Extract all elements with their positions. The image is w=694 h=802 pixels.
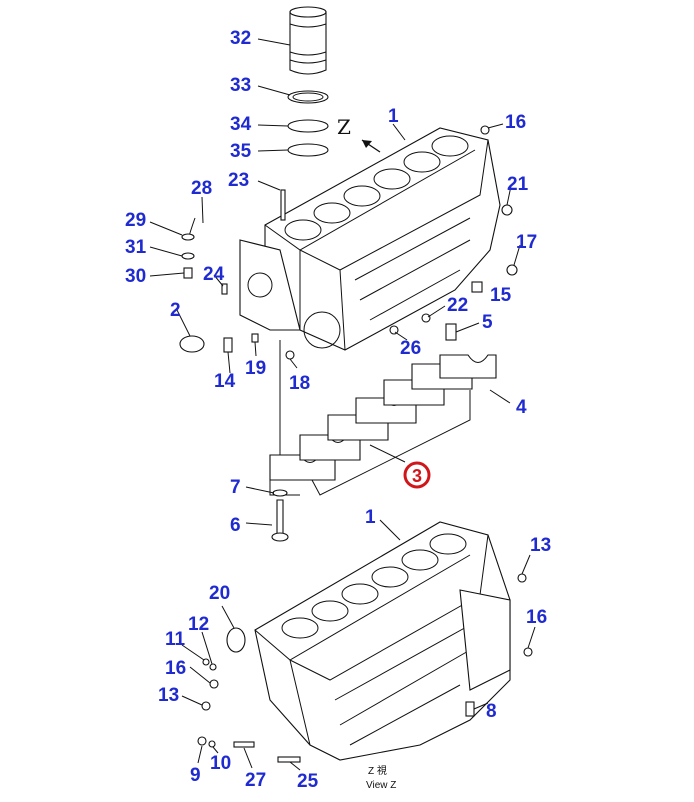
label-12[interactable]: 12 xyxy=(188,614,209,635)
part-number-labels: 32 33 34 35 1 16 21 17 15 23 28 29 31 30… xyxy=(125,28,551,792)
label-16-left[interactable]: 16 xyxy=(165,658,186,679)
label-32[interactable]: 32 xyxy=(230,28,251,49)
bolt-16-left-drawing xyxy=(209,679,219,689)
label-9[interactable]: 9 xyxy=(190,765,201,786)
fitting-29-drawing xyxy=(181,233,195,241)
label-27[interactable]: 27 xyxy=(245,770,266,791)
label-24[interactable]: 24 xyxy=(203,264,225,285)
plug-20-drawing xyxy=(226,627,246,653)
label-7[interactable]: 7 xyxy=(230,477,241,498)
label-22[interactable]: 22 xyxy=(447,295,468,316)
upper-cylinder-block-drawing xyxy=(239,127,501,351)
dowel-23-drawing xyxy=(280,189,286,221)
plug-11-drawing xyxy=(202,658,210,666)
leader-lines xyxy=(149,38,536,771)
label-16-right[interactable]: 16 xyxy=(526,607,547,628)
label-29[interactable]: 29 xyxy=(125,210,146,231)
label-33[interactable]: 33 xyxy=(230,75,251,96)
callout-circle-3[interactable] xyxy=(403,461,431,489)
plug-17-drawing xyxy=(506,264,518,276)
label-5[interactable]: 5 xyxy=(482,312,493,333)
plug-15-drawing xyxy=(471,281,483,293)
lower-cylinder-block-drawing xyxy=(254,521,511,761)
pin-5-drawing xyxy=(445,323,457,341)
label-31[interactable]: 31 xyxy=(125,237,147,258)
bolt-30-drawing xyxy=(183,267,193,279)
label-16-top[interactable]: 16 xyxy=(505,112,526,133)
plug-19-drawing xyxy=(251,333,259,343)
view-caption-english: View Z xyxy=(366,780,396,791)
label-4[interactable]: 4 xyxy=(516,397,527,418)
label-1-bottom[interactable]: 1 xyxy=(365,507,376,528)
label-17[interactable]: 17 xyxy=(516,232,537,253)
label-15[interactable]: 15 xyxy=(490,285,512,306)
label-6[interactable]: 6 xyxy=(230,515,241,536)
label-28[interactable]: 28 xyxy=(191,178,212,199)
plug-12-drawing xyxy=(209,663,217,671)
bolt-16-top-drawing xyxy=(480,125,490,135)
label-18[interactable]: 18 xyxy=(289,373,310,394)
label-19[interactable]: 19 xyxy=(245,358,266,379)
label-35[interactable]: 35 xyxy=(230,141,252,162)
bolt-16-right-drawing xyxy=(523,647,533,657)
plug-18-drawing xyxy=(285,350,295,360)
cylinder-liner-drawing xyxy=(289,6,327,75)
label-1-top[interactable]: 1 xyxy=(388,106,399,127)
label-11[interactable]: 11 xyxy=(165,629,186,650)
plug-2-drawing xyxy=(179,335,205,353)
label-26[interactable]: 26 xyxy=(400,338,421,359)
washer-31-drawing xyxy=(181,252,195,260)
plug-14-drawing xyxy=(223,337,233,353)
view-z-marker: Z xyxy=(337,115,351,139)
label-25[interactable]: 25 xyxy=(297,771,319,792)
bolt-6-drawing xyxy=(276,499,284,536)
label-10[interactable]: 10 xyxy=(210,753,231,774)
label-21[interactable]: 21 xyxy=(507,174,529,195)
bolt-13-left-drawing xyxy=(201,701,211,711)
label-3[interactable]: 3 xyxy=(412,466,422,486)
label-13-right[interactable]: 13 xyxy=(530,535,551,556)
label-14[interactable]: 14 xyxy=(214,371,236,392)
o-ring-35-drawing xyxy=(287,143,329,157)
label-23[interactable]: 23 xyxy=(228,170,249,191)
plug-21-drawing xyxy=(501,204,513,216)
dowel-25-drawing xyxy=(277,756,301,763)
label-34[interactable]: 34 xyxy=(230,114,252,135)
plug-9-drawing xyxy=(197,736,207,746)
bolt-13-right-drawing xyxy=(517,573,527,583)
plug-10-drawing xyxy=(208,740,216,748)
washer-7-drawing xyxy=(272,489,288,497)
view-caption-japanese: Z 視 xyxy=(368,764,387,777)
pin-24-drawing xyxy=(221,283,228,295)
label-2[interactable]: 2 xyxy=(170,300,181,321)
o-ring-34-drawing xyxy=(287,119,329,133)
plug-26-drawing xyxy=(389,325,399,335)
main-bearing-caps-drawing xyxy=(269,340,497,496)
label-30[interactable]: 30 xyxy=(125,266,146,287)
plug-8-drawing xyxy=(465,701,475,717)
plug-22-drawing xyxy=(421,313,431,323)
label-8[interactable]: 8 xyxy=(486,701,497,722)
label-20[interactable]: 20 xyxy=(209,583,230,604)
label-13-left[interactable]: 13 xyxy=(158,685,179,706)
dowel-27-drawing xyxy=(233,741,255,748)
